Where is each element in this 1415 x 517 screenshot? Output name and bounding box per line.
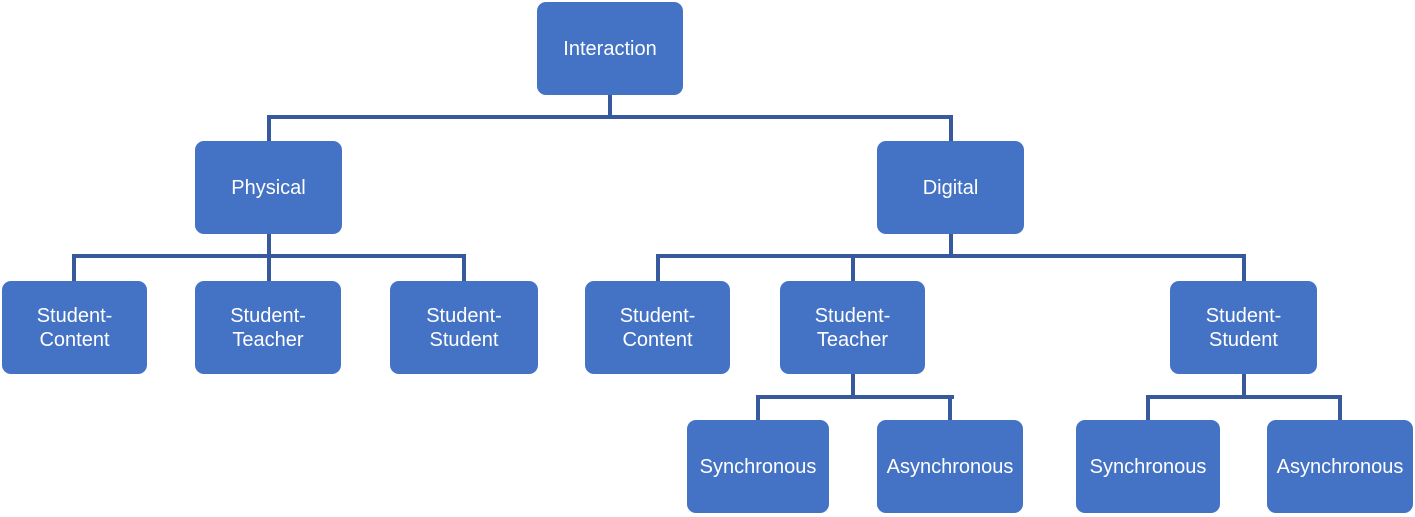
connector-physical-bus (72, 254, 466, 258)
connector-physical-stub (267, 115, 271, 141)
node-physical-student-teacher: Student-Teacher (195, 281, 341, 374)
connector-digital-bus (656, 254, 1246, 258)
node-student-student-asynchronous: Asynchronous (1267, 420, 1413, 513)
node-physical: Physical (195, 141, 342, 234)
connector-level1-bus (267, 115, 951, 119)
connector-physical-student-content-stub (72, 254, 76, 281)
connector-root-drop (608, 95, 612, 119)
node-digital-student-student: Student-Student (1170, 281, 1317, 374)
connector-digital-drop (949, 234, 953, 258)
node-physical-student-student: Student-Student (390, 281, 538, 374)
connector-student-student-bus (1146, 395, 1342, 399)
connector-student-teacher-bus (756, 395, 954, 399)
connector-digital-student-content-stub (656, 254, 660, 281)
connector-digital-stub (949, 115, 953, 141)
node-student-teacher-asynchronous: Asynchronous (877, 420, 1023, 513)
connector-digital-student-teacher-stub (851, 254, 855, 281)
node-digital: Digital (877, 141, 1024, 234)
node-digital-student-content: Student-Content (585, 281, 730, 374)
connector-synchronous2-stub (1146, 395, 1150, 420)
connector-asynchronous2-stub (1338, 395, 1342, 420)
node-student-teacher-synchronous: Synchronous (687, 420, 829, 513)
node-physical-student-content: Student-Content (2, 281, 147, 374)
node-digital-student-teacher: Student-Teacher (780, 281, 925, 374)
connector-synchronous1-stub (756, 395, 760, 420)
connector-student-teacher-drop (851, 374, 855, 399)
connector-physical-student-student-stub (462, 254, 466, 281)
node-interaction: Interaction (537, 2, 683, 95)
node-student-student-synchronous: Synchronous (1076, 420, 1220, 513)
connector-digital-student-student-stub (1242, 254, 1246, 281)
connector-asynchronous1-stub (948, 395, 952, 420)
connector-student-student-drop (1242, 374, 1246, 399)
